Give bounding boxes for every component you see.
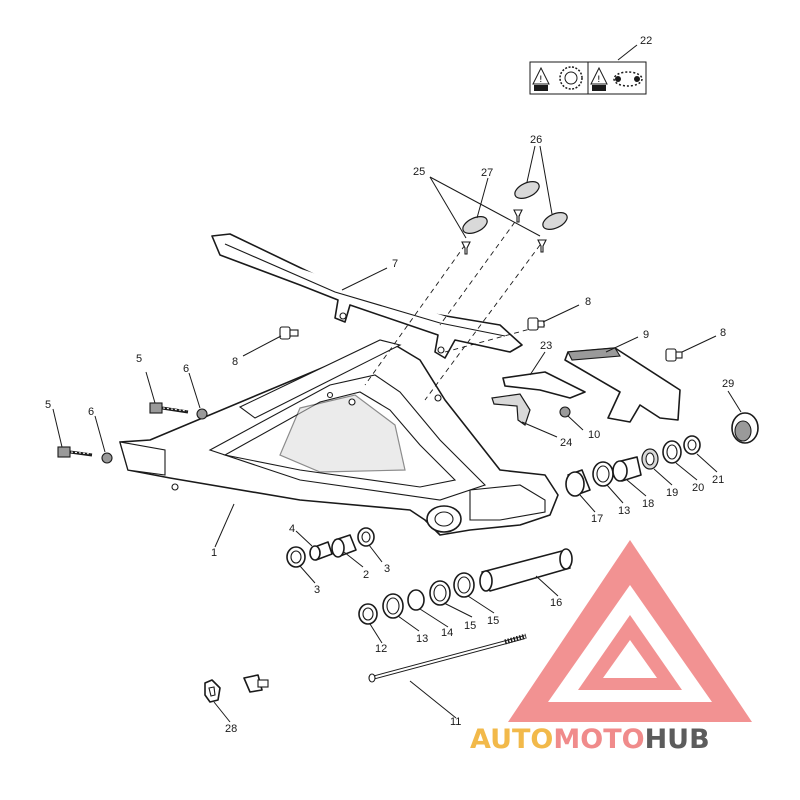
- svg-text:!: !: [539, 75, 543, 85]
- callout-8-b: 8: [585, 296, 591, 308]
- chain-slider: [564, 347, 681, 423]
- callout-4: 4: [289, 523, 295, 535]
- callout-22: 22: [640, 35, 652, 47]
- warning-icons-group: ! !: [529, 61, 647, 95]
- callout-3-b: 3: [314, 584, 320, 596]
- callout-7: 7: [392, 258, 398, 270]
- callout-18: 18: [642, 498, 654, 510]
- callout-26: 26: [530, 134, 542, 146]
- callout-11: 11: [450, 716, 461, 728]
- bolts-8: [279, 317, 683, 362]
- watermark-text: AUTOMOTOHUB: [470, 724, 710, 755]
- leader-lines: [52, 44, 742, 723]
- callout-15-a: 15: [464, 620, 476, 632]
- watermark-logo: [508, 540, 752, 722]
- cap-29: [731, 412, 759, 444]
- svg-text:!: !: [597, 75, 601, 85]
- callout-12: 12: [375, 643, 387, 655]
- callout-8-c: 8: [720, 327, 726, 339]
- callout-16: 16: [550, 597, 562, 609]
- watermark-moto: MOTO: [553, 724, 644, 755]
- callout-6-b: 6: [88, 406, 94, 418]
- callout-28: 28: [225, 723, 237, 735]
- left-pivot-parts: [286, 527, 375, 568]
- lower-pivot-stack: [358, 548, 573, 625]
- callout-24: 24: [560, 437, 572, 449]
- pivot-spindle: [368, 633, 527, 683]
- callout-20: 20: [692, 482, 704, 494]
- callout-13-b: 13: [416, 633, 428, 645]
- assembly-lines: [364, 214, 546, 401]
- bolts-5-washers-6: [57, 402, 208, 464]
- callout-5-b: 5: [45, 399, 51, 411]
- guard-bracket-23: [502, 371, 586, 399]
- callout-5-a: 5: [136, 353, 142, 365]
- covers: [462, 181, 568, 234]
- callout-14: 14: [441, 627, 453, 639]
- callout-23: 23: [540, 340, 552, 352]
- callout-2: 2: [363, 569, 369, 581]
- callout-8-a: 8: [232, 356, 238, 368]
- swingarm: [119, 339, 559, 536]
- callout-21: 21: [712, 474, 724, 486]
- callout-3-a: 3: [384, 563, 390, 575]
- warning-sprocket-icon: !: [532, 66, 583, 91]
- clip-28: [204, 674, 269, 703]
- callout-10: 10: [588, 429, 600, 441]
- callout-6-a: 6: [183, 363, 189, 375]
- screws-25: [461, 209, 547, 255]
- warning-chain-icon: !: [590, 66, 643, 91]
- right-pivot-stack: [565, 435, 701, 497]
- callout-13-a: 13: [618, 505, 630, 517]
- chain-guard: [211, 233, 523, 359]
- bracket-24: [491, 393, 531, 426]
- callout-15-b: 15: [487, 615, 499, 627]
- callout-9: 9: [643, 329, 649, 341]
- callout-29: 29: [722, 378, 734, 390]
- svg-text:AUTOMOTOHUB: AUTOMOTOHUB: [470, 724, 710, 755]
- callout-1: 1: [211, 547, 217, 559]
- watermark-hub: HUB: [645, 724, 710, 755]
- nut-10: [559, 406, 571, 418]
- callout-27: 27: [481, 167, 493, 179]
- watermark-auto: AUTO: [470, 724, 553, 755]
- callout-17: 17: [591, 513, 603, 525]
- callout-25: 25: [413, 166, 425, 178]
- callout-19: 19: [666, 487, 678, 499]
- callout-labels: 1 2 3 3 4 5 5 6 6 7 8 8 8 9 10 11 12 13 …: [45, 35, 734, 735]
